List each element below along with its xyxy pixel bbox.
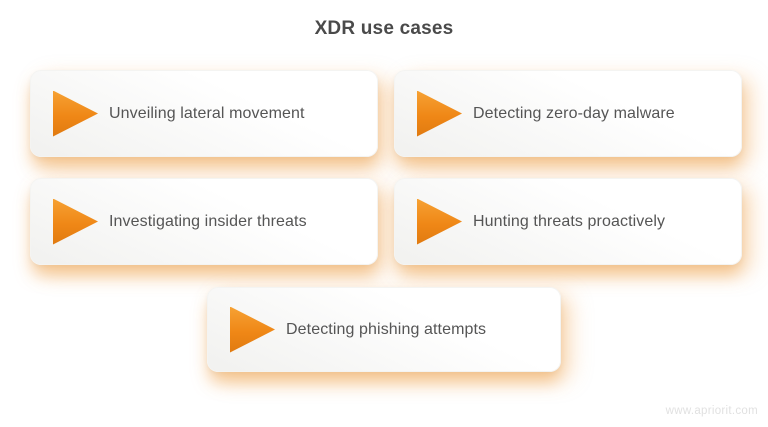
use-case-card-detecting-phishing-attempts: Detecting phishing attempts <box>207 287 561 372</box>
use-case-label: Detecting phishing attempts <box>286 320 487 338</box>
use-case-card-detecting-zero-day-malware: Detecting zero-day malware <box>394 70 742 157</box>
use-case-label: Hunting threats proactively <box>473 212 666 230</box>
watermark: www.apriorit.com <box>665 405 758 417</box>
use-case-label: Detecting zero-day malware <box>473 104 675 122</box>
play-triangle-icon <box>53 90 98 137</box>
use-case-card-unveiling-lateral-movement: Unveiling lateral movement <box>30 70 378 157</box>
play-triangle-icon <box>417 90 462 137</box>
use-case-label: Unveiling lateral movement <box>109 104 305 122</box>
use-case-card-investigating-insider-threats: Investigating insider threats <box>30 178 378 265</box>
page-title: XDR use cases <box>314 18 454 39</box>
use-case-label: Investigating insider threats <box>109 212 307 230</box>
play-triangle-icon <box>417 198 462 245</box>
play-triangle-icon <box>230 306 275 353</box>
use-case-card-hunting-threats-proactively: Hunting threats proactively <box>394 178 742 265</box>
play-triangle-icon <box>53 198 98 245</box>
